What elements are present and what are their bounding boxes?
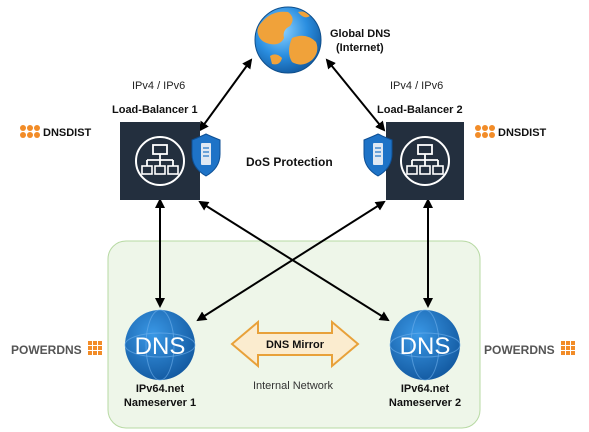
load-balancer-1-icon — [120, 122, 200, 200]
powerdns-logo-icon-right — [561, 341, 575, 355]
lb2-title: Load-Balancer 2 — [377, 104, 463, 116]
load-balancer-2-icon — [386, 122, 464, 200]
shield-server-icon — [191, 133, 221, 177]
dns-server-2-icon: DNS — [389, 309, 461, 381]
dns-server-1-icon: DNS — [124, 309, 196, 381]
dos-protection-label: DoS Protection — [246, 155, 333, 169]
globe-label-1: Global DNS — [330, 28, 391, 40]
arrow-globe-lb2 — [325, 58, 386, 132]
ns2-label-1: IPv64.net — [401, 383, 450, 395]
globe-icon — [254, 6, 322, 74]
arrow-lb2-ns1 — [196, 200, 386, 322]
arrow-globe-lb1 — [198, 58, 253, 132]
globe-label-2: (Internet) — [336, 42, 384, 54]
shield-server-icon-2 — [363, 133, 393, 177]
powerdns-label-right: POWERDNS — [484, 343, 555, 357]
lb1-title: Load-Balancer 1 — [112, 104, 198, 116]
powerdns-logo-icon-left — [88, 341, 102, 355]
dns-mirror-label: DNS Mirror — [266, 339, 325, 351]
dnsdist-label-right: DNSDIST — [498, 127, 547, 139]
dnsdist-label-left: DNSDIST — [43, 127, 92, 139]
lb1-protocol: IPv4 / IPv6 — [132, 80, 185, 92]
internal-network-label: Internal Network — [253, 380, 334, 392]
dnsdist-logo-icon-left — [20, 125, 40, 138]
ns2-label-2: Nameserver 2 — [389, 397, 461, 409]
dnsdist-logo-icon-right — [475, 125, 495, 138]
ns1-badge: DNS — [135, 333, 186, 360]
powerdns-label-left: POWERDNS — [11, 343, 82, 357]
dns-mirror-arrow — [230, 319, 360, 369]
ns1-label-2: Nameserver 1 — [124, 397, 196, 409]
lb2-protocol: IPv4 / IPv6 — [390, 80, 443, 92]
ns2-badge: DNS — [400, 333, 451, 360]
ns1-label-1: IPv64.net — [136, 383, 185, 395]
